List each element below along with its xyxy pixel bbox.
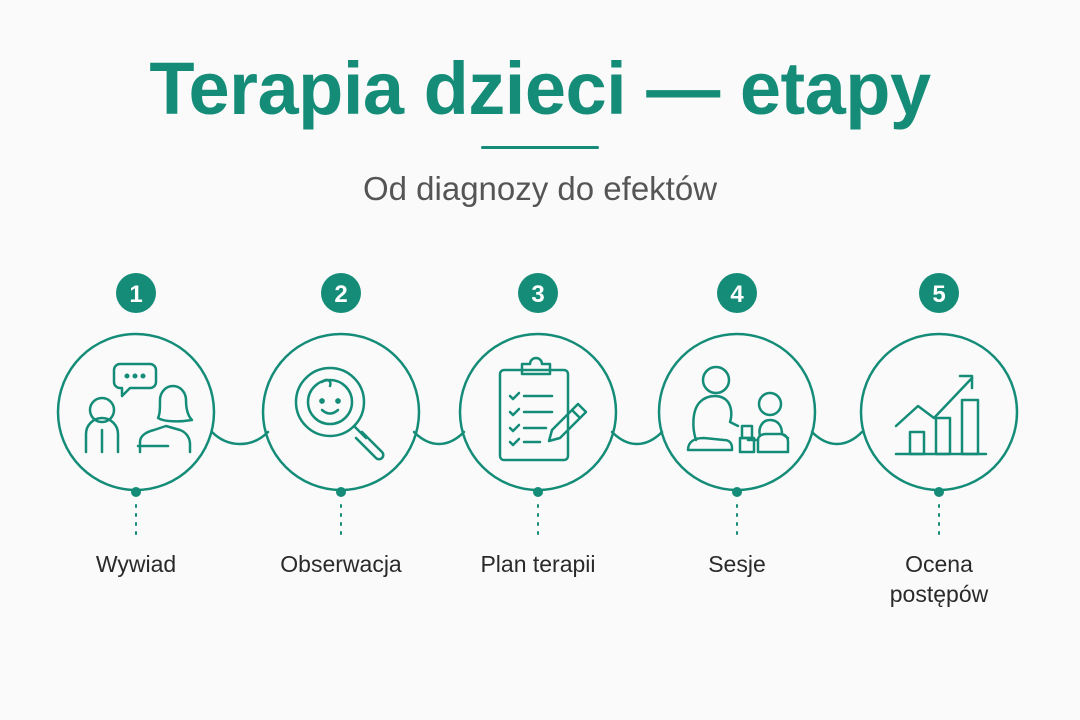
step-3 (458, 332, 618, 492)
connector-4-5 (810, 430, 864, 446)
step-circle (261, 332, 421, 492)
step-number-3: 3 (531, 281, 544, 308)
anchor-dot-4 (732, 487, 742, 497)
step-5 (859, 332, 1019, 492)
step-circle (657, 332, 817, 492)
step-label-4: Sesje (708, 551, 766, 577)
therapist-child-blocks-icon (686, 365, 790, 454)
page-subtitle: Od diagnozy do efektów (362, 170, 718, 207)
step-2 (261, 332, 421, 492)
step-4 (657, 332, 817, 492)
step-number-2: 2 (334, 281, 347, 308)
growth-chart-icon (894, 374, 988, 456)
step-number-1: 1 (129, 281, 142, 308)
step-label-2: Obserwacja (280, 551, 402, 577)
step-number-5: 5 (932, 281, 945, 308)
step-label-3: Plan terapii (480, 551, 596, 577)
conversation-icon (84, 362, 194, 454)
anchor-dot-5 (934, 487, 944, 497)
anchor-dot-2 (336, 487, 346, 497)
anchor-dot-1 (131, 487, 141, 497)
page-title: Terapia dzieci — etapy (149, 47, 931, 130)
step-number-badge-4: 4 (717, 273, 757, 313)
step-label-1: Wywiad (95, 551, 177, 577)
clipboard-checklist-icon (498, 356, 588, 462)
title-underline (481, 146, 599, 149)
step-1 (56, 332, 216, 492)
connector-1-2 (210, 430, 270, 446)
step-number-badge-2: 2 (321, 273, 361, 313)
step-number-badge-3: 3 (518, 273, 558, 313)
step-number-badge-1: 1 (116, 273, 156, 313)
connector-3-4 (610, 430, 664, 446)
step-label-5: Ocena postępów (839, 549, 1039, 609)
step-number-4: 4 (730, 281, 744, 308)
magnifier-child-icon (294, 366, 385, 461)
step-label-5-line2: postępów (889, 581, 989, 607)
step-number-badge-5: 5 (919, 273, 959, 313)
anchor-dot-3 (533, 487, 543, 497)
step-label-5-line1: Ocena (905, 551, 973, 577)
step-circle (56, 332, 216, 492)
connector-2-3 (412, 430, 466, 446)
